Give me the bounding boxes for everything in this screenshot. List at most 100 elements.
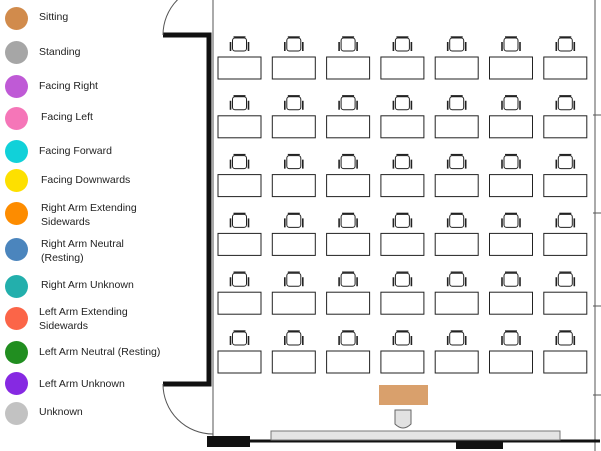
legend-swatch [5, 402, 28, 425]
chair-seat [503, 155, 519, 170]
chair-seat [286, 213, 302, 228]
chair-seat [232, 155, 247, 170]
student-desk [543, 291, 588, 315]
chair-seat [557, 37, 573, 52]
chair-arms [555, 336, 576, 345]
chair-arms [284, 159, 304, 169]
student-chair [229, 95, 250, 111]
chair-seat [394, 96, 410, 111]
student-chair [555, 153, 576, 170]
student-chair [284, 153, 304, 170]
student-desk [434, 56, 479, 80]
chair-arms [284, 218, 304, 228]
chair-arms [446, 277, 467, 287]
chair-seat [232, 213, 247, 228]
chair-arms [446, 159, 467, 169]
student-chair [501, 271, 521, 287]
chair-arms [392, 336, 413, 345]
student-chair [555, 95, 576, 111]
legend-label: Facing Downwards [41, 174, 131, 186]
chair-seat [340, 272, 356, 287]
chair-arms [338, 159, 358, 169]
chair-arms [229, 159, 250, 169]
legend-item-right-arm-extending: Right Arm Extending Sidewards [0, 202, 180, 228]
chair-arms [229, 100, 250, 110]
chair-seat [232, 96, 247, 111]
chair-seat [449, 213, 465, 228]
student-desk [380, 350, 425, 374]
student-chair [446, 212, 467, 228]
student-desk [271, 350, 316, 374]
chair-arms [555, 100, 576, 110]
legend: Sitting Standing Facing Right Facing Lef… [0, 0, 180, 451]
legend-swatch [5, 169, 28, 192]
student-chair [392, 95, 413, 111]
chair-arms [392, 277, 413, 287]
legend-swatch [5, 341, 28, 364]
legend-label: Right Arm Extending Sidewards [41, 202, 137, 228]
student-chair [229, 36, 250, 52]
room-partition-wall [163, 32, 212, 387]
student-desk [217, 115, 262, 139]
legend-swatch [5, 275, 28, 298]
chair-arms [338, 100, 358, 110]
legend-item-unknown: Unknown [0, 402, 180, 428]
student-desk [326, 291, 371, 315]
chair-arms [446, 218, 467, 228]
student-chair [501, 95, 521, 111]
student-desk [326, 350, 371, 374]
student-desk [326, 232, 371, 256]
chair-seat [503, 213, 519, 228]
chair-arms [392, 159, 413, 169]
chair-seat [449, 155, 465, 170]
whiteboard [270, 430, 561, 441]
student-chair [338, 36, 358, 52]
chair-seat [340, 96, 356, 111]
teacher-chair [394, 409, 412, 429]
student-desk [326, 56, 371, 80]
chair-arms [501, 336, 521, 345]
chair-seat [286, 155, 302, 170]
chair-arms [338, 277, 358, 287]
chair-arms [229, 42, 250, 51]
student-chair [284, 330, 304, 346]
student-chair [284, 95, 304, 111]
legend-label: Facing Forward [39, 145, 112, 157]
chair-seat [286, 331, 302, 346]
student-chair [392, 330, 413, 346]
student-chair [446, 95, 467, 111]
chair-arms [446, 42, 467, 51]
student-desk [217, 174, 262, 198]
chair-arms [338, 218, 358, 228]
student-chair [555, 271, 576, 287]
student-chair [392, 271, 413, 287]
student-chair [555, 212, 576, 228]
student-chair [446, 153, 467, 170]
student-desk [271, 232, 316, 256]
student-chair [338, 271, 358, 287]
chair-arms [555, 159, 576, 169]
student-chair [229, 212, 250, 228]
teacher-desk [379, 385, 428, 405]
student-chair [555, 36, 576, 52]
legend-label: Facing Left [41, 111, 93, 123]
student-chair [501, 153, 521, 170]
chair-arms [501, 159, 521, 169]
chair-seat [449, 37, 465, 52]
chair-seat [557, 96, 573, 111]
chair-arms [229, 336, 250, 345]
student-chair [501, 36, 521, 52]
chair-seat [394, 155, 410, 170]
student-chair [446, 330, 467, 346]
chair-seat [503, 37, 519, 52]
door-swing-arc [162, 0, 178, 36]
chair-seat [340, 331, 356, 346]
chair-seat [394, 331, 410, 346]
legend-label: Sitting [39, 11, 69, 23]
chair-arms [338, 336, 358, 345]
legend-item-facing-downwards: Facing Downwards [0, 169, 180, 195]
chair-seat [449, 331, 465, 346]
legend-swatch [5, 238, 28, 261]
student-chair [284, 212, 304, 228]
student-desk [380, 115, 425, 139]
